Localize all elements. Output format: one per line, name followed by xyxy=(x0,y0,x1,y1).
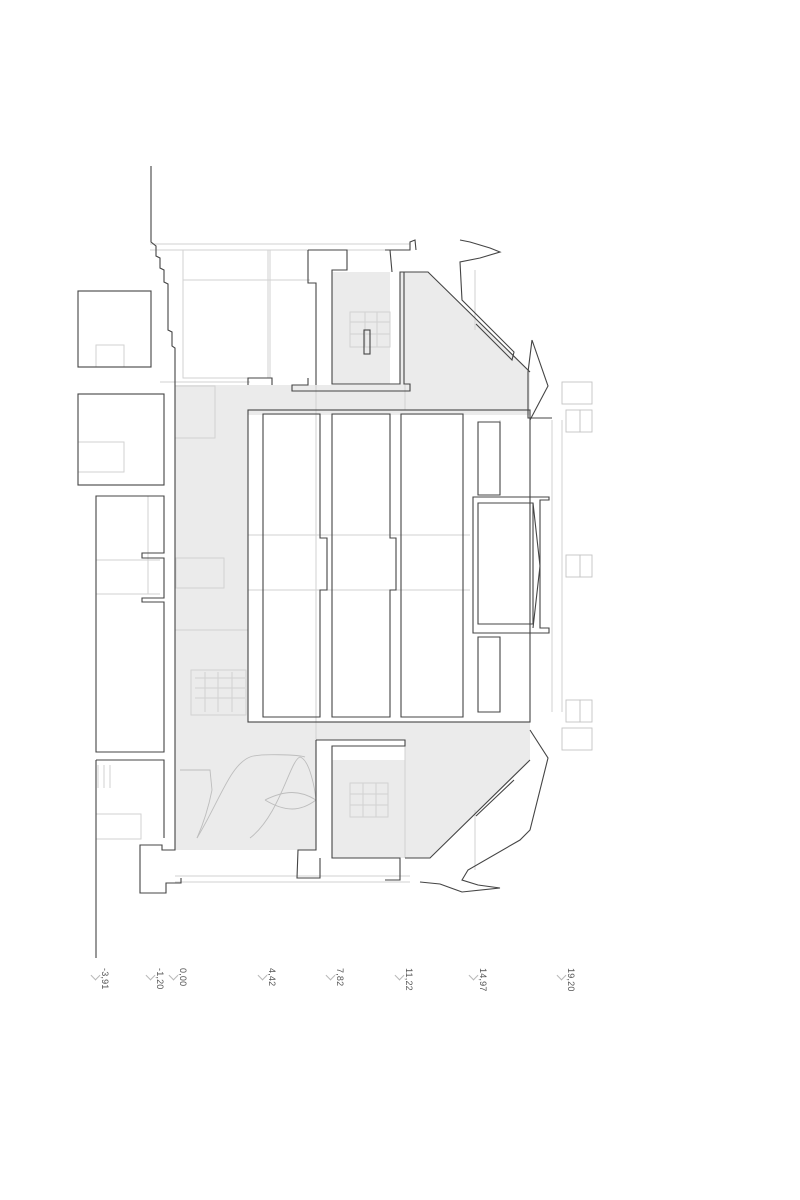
level-label: 7,82 xyxy=(325,968,349,1008)
level-label: 19,20 xyxy=(556,968,580,1008)
spiral-stair xyxy=(180,754,317,839)
section-fill xyxy=(175,272,530,858)
level-label: 11,22 xyxy=(394,968,418,1008)
level-label: 14,97 xyxy=(468,968,492,1008)
level-label: -1,20 xyxy=(145,968,169,1008)
level-label: -3,91 xyxy=(90,968,114,1008)
level-label: 0,00 xyxy=(168,968,192,1008)
facade-ornaments xyxy=(561,381,593,751)
level-label: 4,42 xyxy=(257,968,281,1008)
cut-lines xyxy=(77,166,552,958)
